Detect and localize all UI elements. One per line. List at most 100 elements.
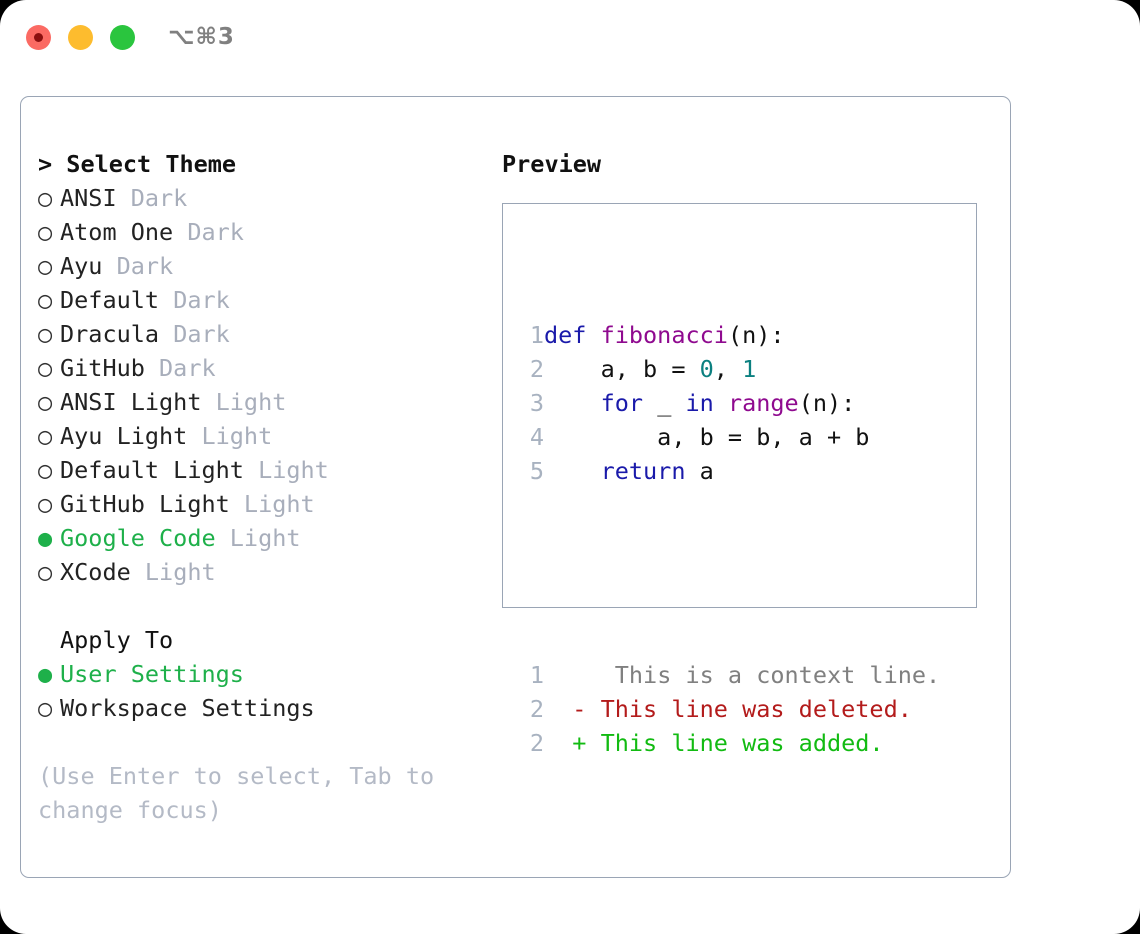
theme-option-label: Dracula <box>60 320 160 348</box>
theme-option-label: ANSI Light <box>60 388 202 416</box>
theme-option-ansi[interactable]: ○ANSI Dark <box>38 181 488 215</box>
code-token-num: 0 <box>699 355 714 383</box>
apply-to-option-label: User Settings <box>60 660 244 688</box>
code-token-pl: a, b = b, a + b <box>544 423 870 451</box>
traffic-lights <box>26 25 135 50</box>
theme-option-tag: Dark <box>144 354 216 382</box>
radio-selected-icon[interactable]: ● <box>38 660 53 688</box>
code-token-kw: def <box>544 321 601 349</box>
theme-option-tag: Light <box>187 422 273 450</box>
diff-marker: - <box>544 695 587 723</box>
apply-to-option-user-settings[interactable]: ●User Settings <box>38 657 488 691</box>
diff-sample: 1 This is a context line.2 - This line w… <box>518 658 940 760</box>
code-line-number: 1 <box>529 321 544 349</box>
theme-option-label: GitHub <box>60 354 145 382</box>
radio-unselected-icon[interactable]: ○ <box>38 558 53 586</box>
code-token-num: 1 <box>742 355 757 383</box>
code-line: 4 a, b = b, a + b <box>518 420 940 454</box>
title-bar: ⌥⌘3 <box>0 0 1140 78</box>
diff-line-number: 2 <box>529 695 544 723</box>
theme-option-dracula[interactable]: ○Dracula Dark <box>38 317 488 351</box>
code-line: 1def fibonacci(n): <box>518 318 940 352</box>
theme-option-default-light[interactable]: ○Default Light Light <box>38 453 488 487</box>
theme-option-label: Ayu <box>60 252 103 280</box>
code-token-fn: range <box>727 389 799 417</box>
keyboard-shortcut-label: ⌥⌘3 <box>168 24 235 50</box>
spacer <box>38 589 488 623</box>
code-token-kw: return <box>544 457 686 485</box>
apply-to-option-workspace-settings[interactable]: ○Workspace Settings <box>38 691 488 725</box>
diff-marker: + <box>544 729 587 757</box>
theme-option-tag: Dark <box>159 320 230 348</box>
apply-to-option-list[interactable]: ●User Settings○Workspace Settings <box>38 657 488 725</box>
theme-option-google-code[interactable]: ●Google Code Light <box>38 521 488 555</box>
apply-to-heading: Apply To <box>60 626 174 654</box>
theme-option-list[interactable]: ○ANSI Dark○Atom One Dark○Ayu Dark○Defaul… <box>38 181 488 589</box>
theme-option-xcode[interactable]: ○XCode Light <box>38 555 488 589</box>
theme-option-label: GitHub Light <box>60 490 230 518</box>
apply-to-option-label: Workspace Settings <box>60 694 315 722</box>
theme-option-github-light[interactable]: ○GitHub Light Light <box>38 487 488 521</box>
code-line: 5 return a <box>518 454 940 488</box>
radio-unselected-icon[interactable]: ○ <box>38 694 53 722</box>
code-line-number: 5 <box>529 457 544 485</box>
theme-option-label: XCode <box>60 558 131 586</box>
diff-line-add: 2 + This line was added. <box>518 726 940 760</box>
theme-option-atom-one[interactable]: ○Atom One Dark <box>38 215 488 249</box>
theme-option-github[interactable]: ○GitHub Dark <box>38 351 488 385</box>
code-blank-line <box>518 556 940 590</box>
radio-unselected-icon[interactable]: ○ <box>38 388 53 416</box>
close-button[interactable] <box>26 25 51 50</box>
code-token-pl: , <box>713 355 743 383</box>
theme-option-tag: Dark <box>116 184 188 212</box>
theme-option-tag: Light <box>130 558 216 586</box>
main-panel: > Select Theme ○ANSI Dark○Atom One Dark○… <box>20 96 1011 878</box>
radio-unselected-icon[interactable]: ○ <box>38 320 53 348</box>
theme-option-default[interactable]: ○Default Dark <box>38 283 488 317</box>
diff-text: This line was deleted. <box>586 695 912 723</box>
code-token-kw: for <box>544 389 644 417</box>
diff-text: This line was added. <box>586 729 884 757</box>
diff-line-number: 2 <box>529 729 544 757</box>
radio-unselected-icon[interactable]: ○ <box>38 286 53 314</box>
theme-option-label: Default <box>60 286 160 314</box>
radio-unselected-icon[interactable]: ○ <box>38 456 53 484</box>
radio-unselected-icon[interactable]: ○ <box>38 252 53 280</box>
theme-option-label: Default Light <box>60 456 244 484</box>
code-token-fn: fibonacci <box>600 321 728 349</box>
diff-line-ctx: 1 This is a context line. <box>518 658 940 692</box>
theme-option-tag: Light <box>229 490 315 518</box>
diff-line-del: 2 - This line was deleted. <box>518 692 940 726</box>
radio-unselected-icon[interactable]: ○ <box>38 184 53 212</box>
minimize-button[interactable] <box>68 25 93 50</box>
preview-box: 1def fibonacci(n): 2 a, b = 0, 1 3 for _ i… <box>502 203 977 757</box>
radio-unselected-icon[interactable]: ○ <box>38 490 53 518</box>
code-line-number: 3 <box>529 389 544 417</box>
theme-option-label: Google Code <box>60 524 216 552</box>
preview-column: Preview 1def fibonacci(n): 2 a, b = 0, 1 3… <box>502 147 982 757</box>
theme-option-ayu[interactable]: ○Ayu Dark <box>38 249 488 283</box>
theme-option-ayu-light[interactable]: ○Ayu Light Light <box>38 419 488 453</box>
diff-text: This is a context line. <box>586 661 941 689</box>
radio-unselected-icon[interactable]: ○ <box>38 218 53 246</box>
code-line: 3 for _ in range(n): <box>518 386 940 420</box>
theme-option-tag: Dark <box>159 286 230 314</box>
code-line-number: 4 <box>529 423 544 451</box>
theme-option-ansi-light[interactable]: ○ANSI Light Light <box>38 385 488 419</box>
preview-heading: Preview <box>502 150 602 178</box>
code-token-pl <box>714 389 728 417</box>
zoom-button[interactable] <box>110 25 135 50</box>
radio-unselected-icon[interactable]: ○ <box>38 422 53 450</box>
theme-option-tag: Light <box>215 524 301 552</box>
theme-option-tag: Dark <box>173 218 244 246</box>
keyboard-hint-text: (Use Enter to select, Tab to change focu… <box>38 762 449 824</box>
code-token-kw: in <box>685 389 714 417</box>
code-token-pl: a, b = <box>544 355 700 383</box>
theme-selector-column: > Select Theme ○ANSI Dark○Atom One Dark○… <box>38 147 488 827</box>
radio-selected-icon[interactable]: ● <box>38 524 53 552</box>
preview-code: 1def fibonacci(n): 2 a, b = 0, 1 3 for _ i… <box>518 250 940 828</box>
radio-unselected-icon[interactable]: ○ <box>38 354 53 382</box>
theme-option-label: Atom One <box>60 218 174 246</box>
theme-option-tag: Dark <box>102 252 174 280</box>
